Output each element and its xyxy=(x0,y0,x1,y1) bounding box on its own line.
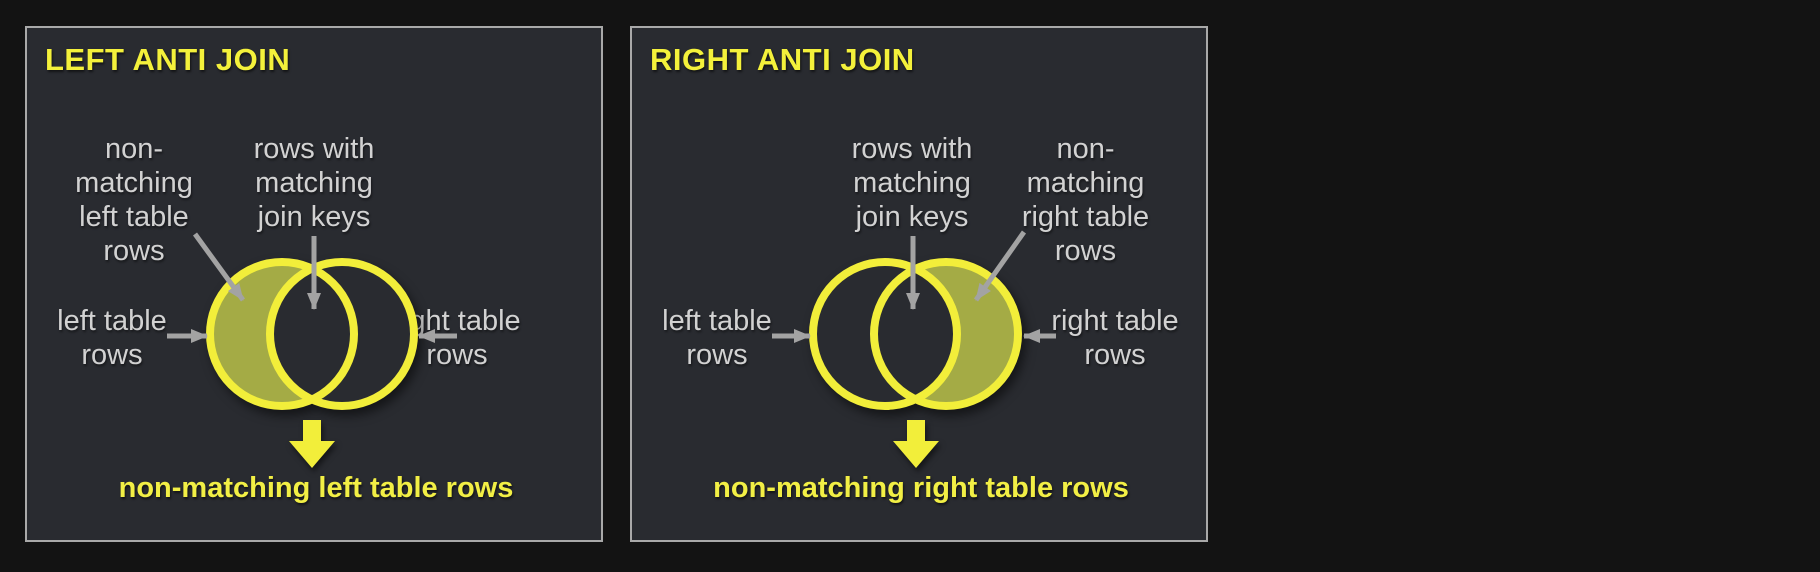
left-anti-join-panel: LEFT ANTI JOIN non- matching left table … xyxy=(25,26,603,542)
non-matching-left-rows-label: non- matching left table rows xyxy=(75,133,193,267)
result-down-arrow-icon xyxy=(893,420,939,468)
left-table-rows-label: left table rows xyxy=(662,305,772,371)
panel-title: RIGHT ANTI JOIN xyxy=(650,42,915,77)
venn-diagram xyxy=(772,230,1056,468)
non-matching-region-arrow xyxy=(973,230,1027,302)
matching-join-keys-label: rows with matching join keys xyxy=(851,133,973,233)
venn-diagram xyxy=(167,232,457,468)
right-circle-outline xyxy=(870,258,1022,410)
result-caption: non-matching right table rows xyxy=(713,472,1129,504)
right-circle-area xyxy=(270,262,414,406)
panel-title: LEFT ANTI JOIN xyxy=(45,42,291,77)
matching-join-keys-label: rows with matching join keys xyxy=(253,133,375,233)
left-table-rows-label: left table rows xyxy=(57,305,167,371)
left-circle-area xyxy=(813,262,957,406)
pointer-arrows xyxy=(772,230,1056,343)
result-down-arrow-icon xyxy=(289,420,335,468)
non-matching-region-arrow xyxy=(192,232,246,302)
pointer-arrows xyxy=(167,232,457,343)
left-circle-outline xyxy=(206,258,358,410)
right-anti-join-panel: RIGHT ANTI JOIN rows with matching join … xyxy=(630,26,1208,542)
left-circle-outline xyxy=(809,258,961,410)
non-matching-right-rows-label: non- matching right table rows xyxy=(1021,133,1150,267)
right-circle-outline xyxy=(266,258,418,410)
result-caption: non-matching left table rows xyxy=(118,472,514,504)
right-table-rows-label: right table rows xyxy=(1051,305,1179,371)
